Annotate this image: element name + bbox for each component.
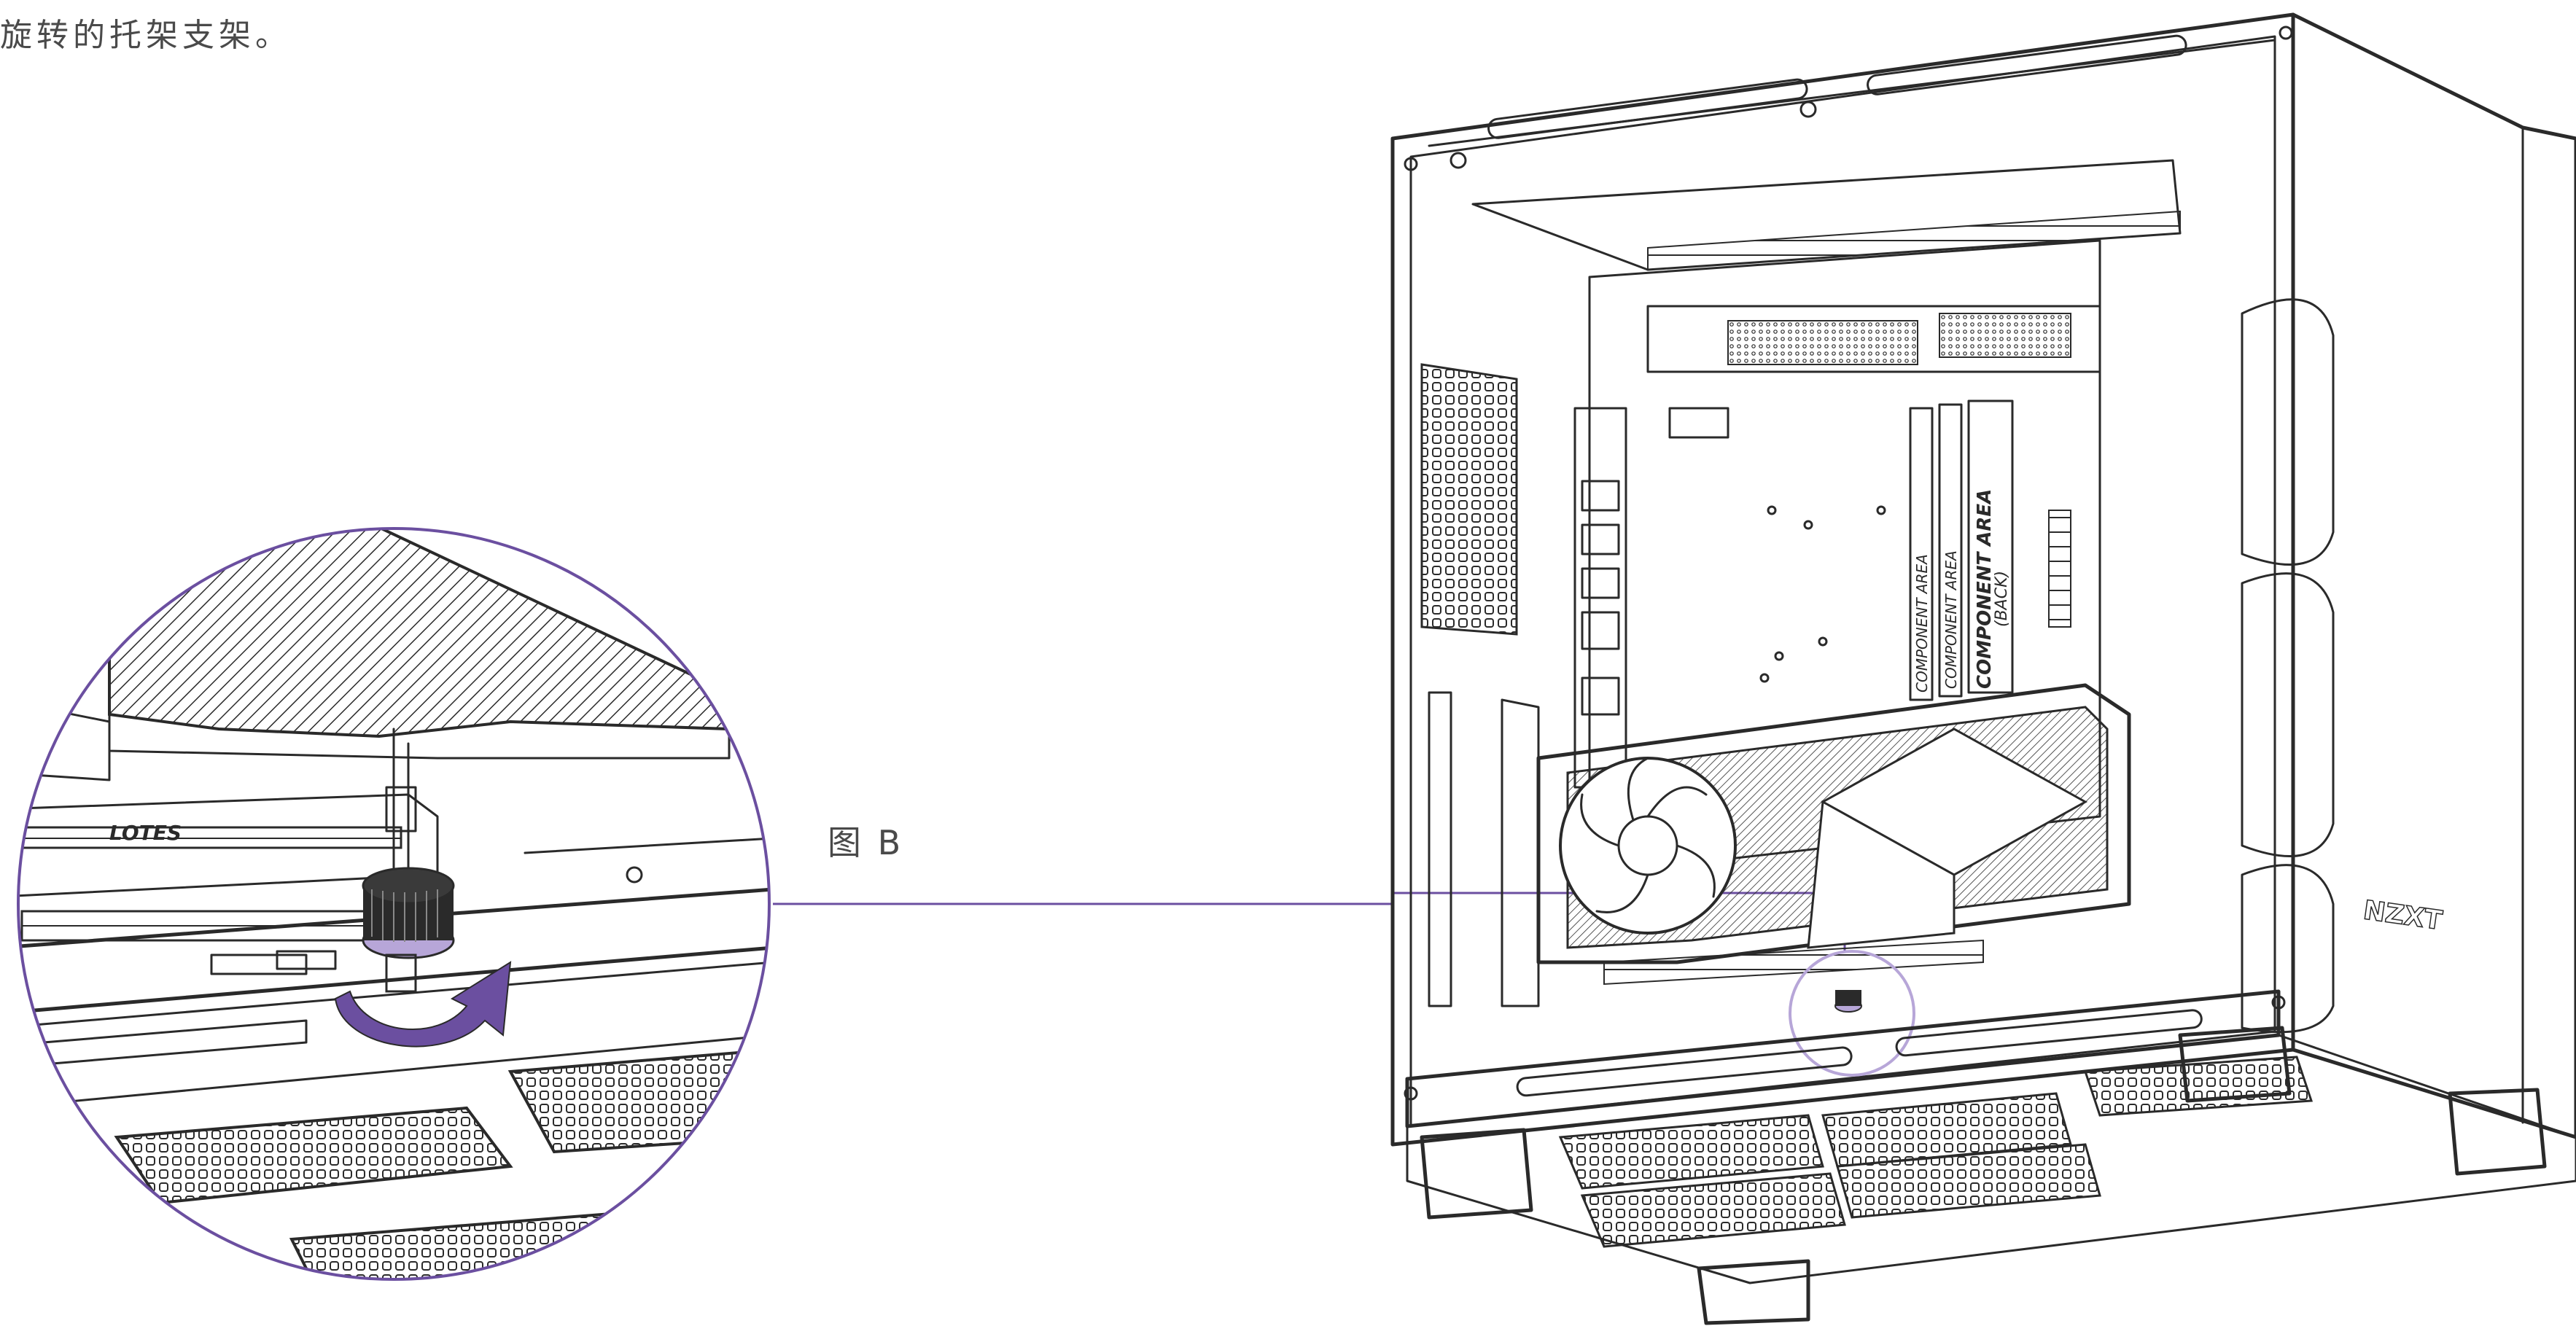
rotate-arrow-icon bbox=[334, 961, 512, 1048]
component-area-label-1: COMPONENT AREA bbox=[1913, 554, 1931, 693]
brand-logo: NZXT bbox=[2362, 895, 2445, 936]
component-area-back-label: (BACK) bbox=[1993, 571, 2011, 627]
thumb-screw bbox=[362, 867, 455, 993]
component-area-label-3: COMPONENT AREA bbox=[1974, 489, 1996, 689]
zoom-detail: LOTES bbox=[17, 527, 771, 1281]
pc-case: NZXT COMPONENT AREA COMPONENT AREA COMPO… bbox=[1390, 12, 2576, 1325]
gpu-brand-label: LOTES bbox=[109, 821, 182, 845]
instruction-caption: 旋转的托架支架。 bbox=[0, 17, 292, 54]
gpu bbox=[1536, 683, 2131, 964]
component-area-label-2: COMPONENT AREA bbox=[1942, 550, 1960, 689]
figure-label: 图 B bbox=[828, 823, 904, 862]
